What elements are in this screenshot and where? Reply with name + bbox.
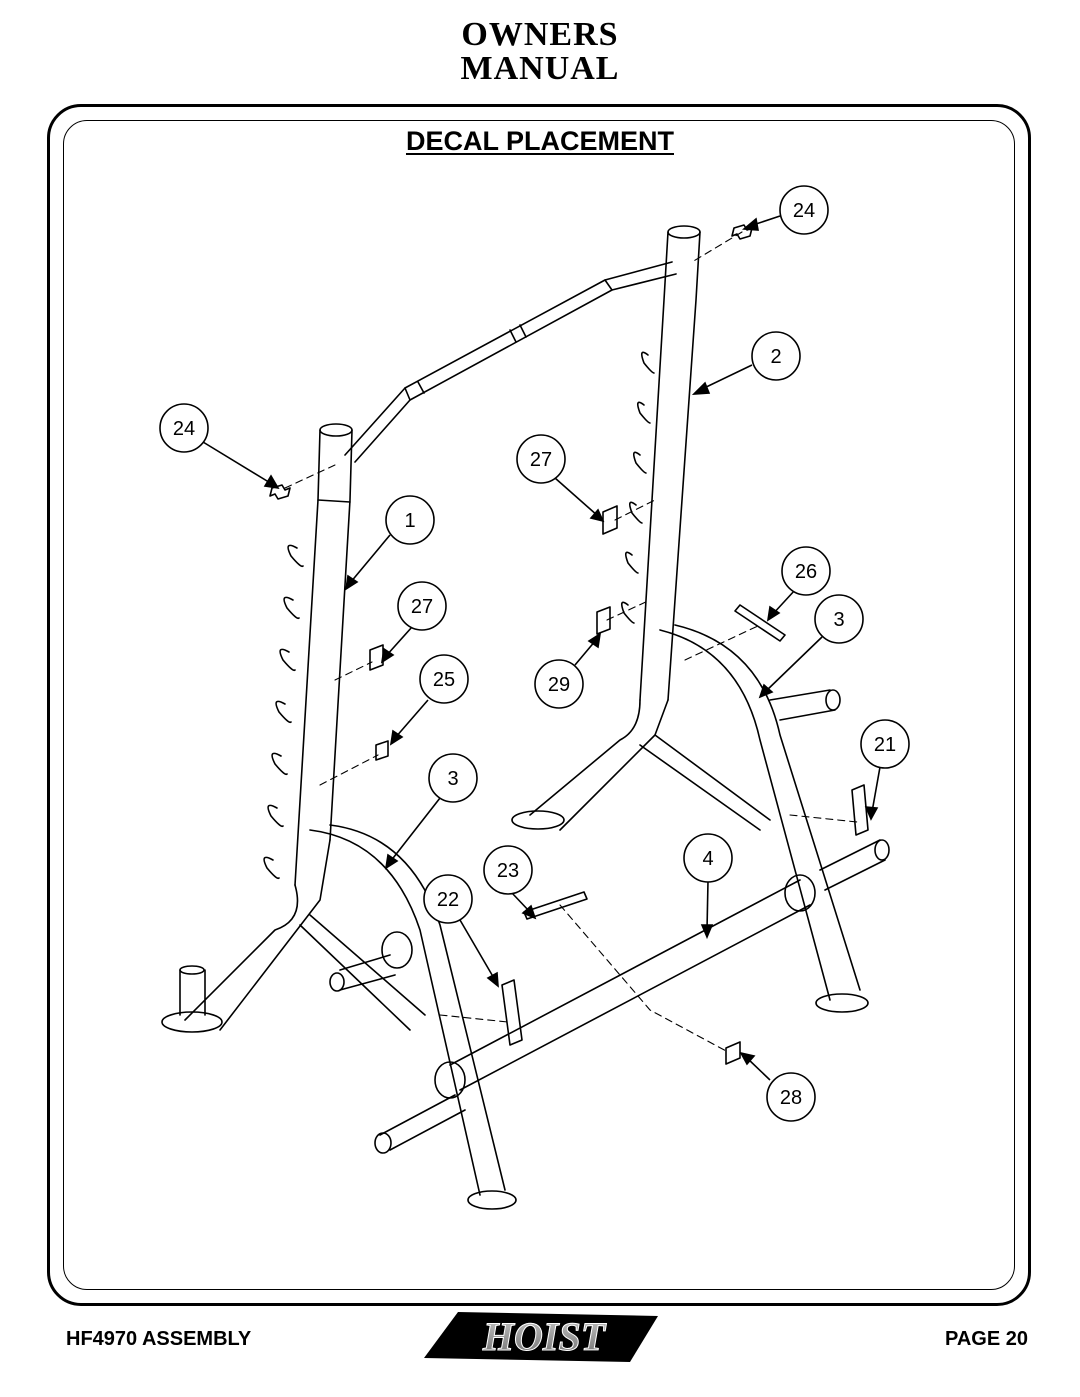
callout-1: 1 — [344, 495, 435, 591]
right-front-leg — [659, 624, 869, 1013]
callout-label: 2 — [770, 346, 781, 368]
callout-4: 4 — [683, 833, 733, 940]
manual-header: OWNERS MANUAL — [0, 18, 1080, 86]
outer-frame — [47, 104, 1031, 1306]
left-front-leg — [309, 824, 517, 1210]
callout-label: 3 — [447, 768, 458, 790]
callout-27-right: 27 — [516, 434, 605, 523]
callout-label: 21 — [874, 734, 896, 756]
callout-24-left: 24 — [159, 403, 280, 490]
footer-page-number: PAGE 20 — [945, 1328, 1028, 1350]
left-upright — [263, 423, 353, 886]
page-title: DECAL PLACEMENT — [405, 126, 674, 156]
callout-label: 4 — [702, 848, 713, 870]
callout-label: 23 — [497, 860, 519, 882]
top-crossbar — [344, 261, 677, 463]
decal-pieces — [269, 224, 869, 1065]
inner-frame — [63, 120, 1015, 1290]
callout-25: 25 — [389, 654, 469, 746]
callout-label: 24 — [793, 200, 815, 222]
callout-3-left: 3 — [384, 753, 478, 870]
callouts: 24 2 24 27 1 26 — [159, 185, 910, 1122]
callout-27-left: 27 — [380, 581, 447, 664]
guide-lines — [284, 231, 858, 1053]
callout-23: 23 — [483, 845, 537, 920]
callout-label: 25 — [433, 669, 455, 691]
callout-22: 22 — [423, 874, 499, 988]
callout-label: 3 — [833, 609, 844, 631]
callout-label: 28 — [780, 1087, 802, 1109]
callout-label: 1 — [404, 510, 415, 532]
svg-text:HOIST: HOIST — [482, 1314, 607, 1359]
callout-label: 22 — [437, 889, 459, 911]
left-base — [161, 839, 426, 1033]
callout-21: 21 — [860, 719, 910, 821]
hoist-logo: HOIST — [424, 1312, 658, 1362]
footer-model: HF4970 ASSEMBLY — [66, 1328, 252, 1350]
header-line-1: OWNERS — [461, 16, 619, 53]
callout-label: 26 — [795, 561, 817, 583]
callout-2: 2 — [691, 331, 801, 395]
callout-24-top: 24 — [741, 185, 829, 235]
right-upright — [511, 225, 771, 831]
callout-label: 24 — [173, 418, 195, 440]
header-line-2: MANUAL — [460, 50, 620, 87]
callout-26: 26 — [766, 546, 831, 622]
callout-29: 29 — [534, 632, 602, 709]
callout-label: 27 — [411, 596, 433, 618]
callout-label: 29 — [548, 674, 570, 696]
callout-3-right: 3 — [758, 594, 864, 699]
callout-28: 28 — [739, 1051, 816, 1122]
callout-label: 27 — [530, 449, 552, 471]
